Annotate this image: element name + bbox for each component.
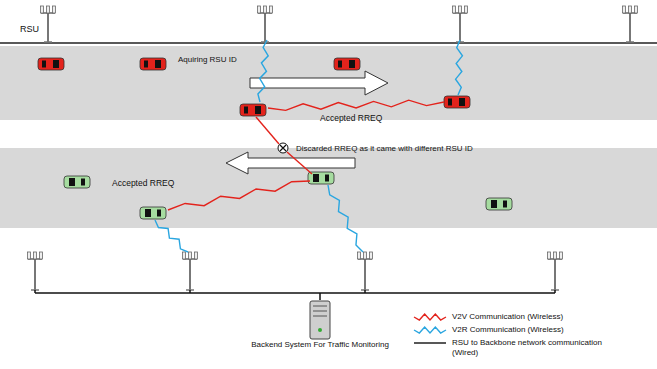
backbone-wire [189,290,191,293]
node-caption: Backend System For Traffic Monitoring [249,340,391,350]
rsu-tower [358,252,373,290]
v2r-link [328,185,363,252]
diagram-label: Aquiring RSU ID [178,55,237,65]
rsu-tower [41,6,56,42]
server-icon [307,300,333,340]
road-border [0,42,657,44]
discard-mark [278,143,288,153]
backbone-wire [34,290,36,293]
backbone-wire [35,292,555,294]
direction-arrow [226,152,355,174]
legend-row: V2V Communication (Wireless) [412,312,617,322]
rsu-tower [623,6,638,42]
backbone-wire [364,290,366,293]
rsu-tower [258,6,273,42]
backbone-wire [319,293,321,300]
car [334,58,360,70]
car [140,58,166,70]
diagram-label: RSU [20,24,39,35]
legend-text: V2V Communication (Wireless) [452,312,563,322]
car [444,96,470,108]
legend-row: V2R Communication (Wireless) [412,325,617,335]
diagram-label: Accepted RREQ [320,113,382,123]
legend-text: RSU to Backbone network communication (W… [452,338,617,357]
legend-row: RSU to Backbone network communication (W… [412,338,617,357]
diagram-label: Accepted RREQ [112,178,174,188]
rsu-tower [548,252,563,290]
car [140,207,166,219]
legend-sample [412,338,448,348]
legend-sample [412,325,448,335]
v2v-link [256,117,279,144]
rsu-tower [183,252,198,290]
backbone-wire [554,290,556,293]
v2v-link [268,100,444,110]
car [486,198,512,210]
car [240,104,266,116]
car [38,58,64,70]
road-top [0,46,657,120]
v2v-link [168,181,310,210]
rsu-tower [453,6,468,42]
backend-server: Backend System For Traffic Monitoring [249,300,391,350]
legend-sample [412,312,448,322]
v2r-link [258,40,268,102]
rsu-tower [28,252,43,290]
v2r-link [155,220,188,252]
car [64,176,90,188]
v2r-link [456,40,463,95]
diagram-label: Discarded RREQ as it came with different… [296,144,473,154]
legend: V2V Communication (Wireless) V2R Communic… [412,312,617,360]
direction-arrow [250,71,388,95]
v2v-link [287,152,312,174]
legend-text: V2R Communication (Wireless) [452,325,564,335]
